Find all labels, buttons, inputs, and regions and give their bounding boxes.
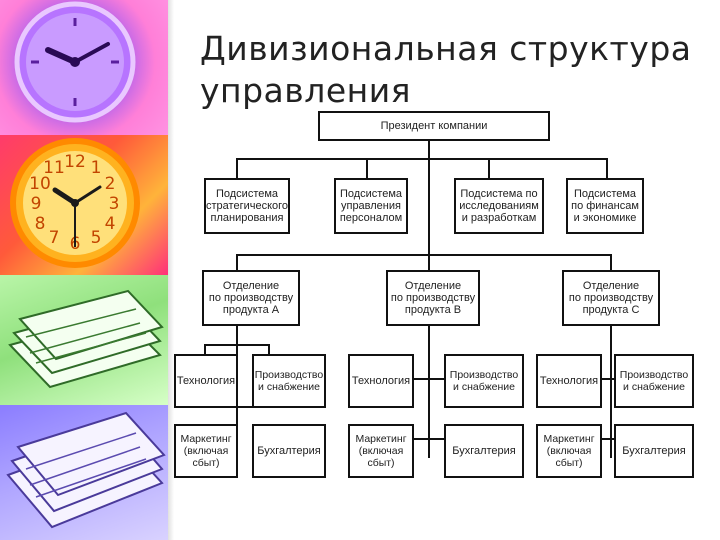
connector-line [570,378,650,380]
connector-line [428,140,430,280]
connector-line [204,344,270,346]
subsystem-research: Подсистема по исследованиям и разработка… [454,178,544,234]
connector-line [204,344,206,354]
svg-text:9: 9 [31,194,42,214]
subsystem-personnel: Подсистема управления персоналом [334,178,408,234]
svg-text:7: 7 [49,228,60,248]
president-box: Президент компании [318,111,550,141]
svg-text:11: 11 [43,158,65,178]
connector-line [236,158,238,178]
unit-production-c: Производство и снабжение [614,354,694,408]
connector-line [610,254,612,270]
unit-technology-b: Технология [348,354,414,408]
subsystem-strategic-planning: Подсистема стратегического планирования [204,178,290,234]
green-papers-image [0,275,168,405]
connector-line [380,438,480,440]
connector-line [606,158,608,178]
connector-line [380,378,480,380]
slide-title-line-1: Дивизиональная структура [200,29,692,68]
unit-marketing-c: Маркетинг (включая сбыт) [536,424,602,478]
unit-accounting-b: Бухгалтерия [444,424,524,478]
unit-accounting-c: Бухгалтерия [614,424,694,478]
purple-clock-image [0,0,168,135]
svg-text:10: 10 [29,174,51,194]
connector-line [488,158,490,178]
unit-technology-c: Технология [536,354,602,408]
svg-text:8: 8 [35,214,46,234]
violet-papers-image [0,405,168,540]
connector-line [428,324,430,458]
division-product-c: Отделение по производству продукта С [562,270,660,326]
photo-divider [168,0,174,540]
connector-line [570,438,650,440]
connector-line [610,324,612,458]
subsystem-finance: Подсистема по финансам и экономике [566,178,644,234]
svg-text:3: 3 [109,194,120,214]
division-product-b: Отделение по производству продукта В [386,270,480,326]
slide-title: Дивизиональная структура управления [200,28,700,112]
svg-text:12: 12 [64,152,86,172]
unit-production-a: Производство и снабжение [252,354,326,408]
connector-line [366,158,368,178]
connector-line [268,344,270,354]
svg-text:2: 2 [105,174,116,194]
connector-line [236,158,608,160]
connector-line [236,254,612,256]
unit-technology-a: Технология [174,354,238,408]
division-product-a: Отделение по производству продукта А [202,270,300,326]
svg-text:1: 1 [91,158,102,178]
unit-marketing-a: Маркетинг (включая сбыт) [174,424,238,478]
unit-marketing-b: Маркетинг (включая сбыт) [348,424,414,478]
svg-text:4: 4 [105,214,116,234]
unit-accounting-a: Бухгалтерия [252,424,326,478]
slide-title-line-2: управления [200,71,411,110]
unit-production-b: Производство и снабжение [444,354,524,408]
org-chart: Президент компании Подсистема стратегиче… [172,108,720,540]
connector-line [236,254,238,270]
svg-text:5: 5 [91,228,102,248]
